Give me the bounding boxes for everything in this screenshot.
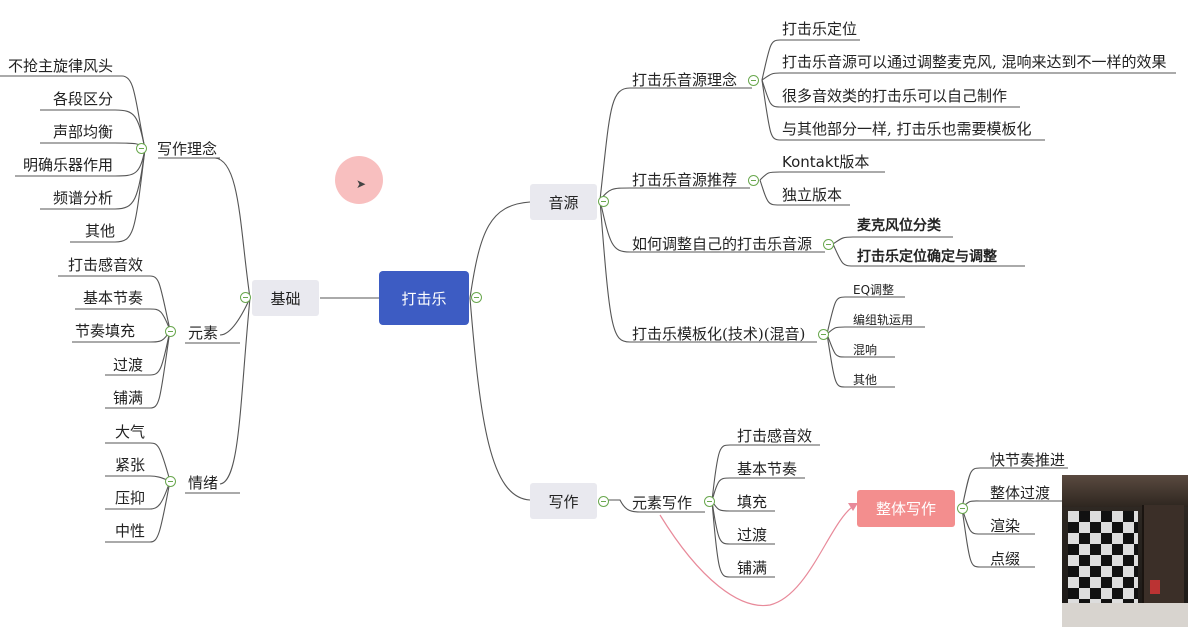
webcam-checker-wall — [1068, 511, 1138, 606]
leaf-item[interactable]: 麦克风位分类 — [857, 218, 941, 234]
node-zhengti-label: 整体写作 — [875, 500, 936, 518]
leaf-item[interactable]: 声部均衡 — [53, 123, 114, 141]
collapse-toggle-icon[interactable] — [598, 496, 609, 507]
leaf-item[interactable]: 打击乐定位 — [782, 20, 858, 38]
node-jichu[interactable]: 基础 — [252, 280, 319, 316]
leaf-item[interactable]: 编组轨运用 — [853, 313, 914, 327]
leaf-item[interactable]: 打击感音效 — [737, 427, 813, 445]
collapse-toggle-icon[interactable] — [598, 196, 609, 207]
collapse-toggle-icon[interactable] — [704, 496, 715, 507]
leaf-item[interactable]: 基本节奏 — [737, 460, 798, 478]
webcam-shelf — [1142, 505, 1184, 615]
leaf-item[interactable]: 过渡 — [113, 356, 144, 374]
mouse-cursor-icon: ➤ — [356, 177, 367, 191]
node-yuansuxiezuo[interactable]: 元素写作 — [632, 494, 693, 512]
leaf-item[interactable]: 很多音效类的打击乐可以自己制作 — [782, 87, 1008, 105]
leaf-item[interactable]: 其他 — [853, 373, 878, 387]
webcam-ceiling — [1062, 475, 1188, 507]
leaf-item[interactable]: 快节奏推进 — [990, 451, 1066, 469]
webcam-object — [1150, 580, 1160, 594]
collapse-toggle-icon[interactable] — [957, 503, 968, 514]
node-yinyuan[interactable]: 音源 — [530, 184, 597, 220]
root-label: 打击乐 — [401, 289, 447, 308]
leaf-item[interactable]: 铺满 — [113, 389, 144, 407]
collapse-toggle-icon[interactable] — [748, 75, 759, 86]
root-node[interactable]: 打击乐 — [379, 271, 469, 325]
leaf-item[interactable]: 渲染 — [990, 517, 1021, 535]
collapse-toggle-icon[interactable] — [818, 329, 829, 340]
node-qingxu[interactable]: 情绪 — [188, 474, 219, 492]
leaf-item[interactable]: 紧张 — [115, 456, 146, 474]
leaf-item[interactable]: 与其他部分一样, 打击乐也需要模板化 — [782, 120, 1032, 138]
leaf-item[interactable]: 频谱分析 — [53, 189, 114, 207]
leaf-item[interactable]: 独立版本 — [782, 186, 843, 204]
webcam-desk — [1062, 603, 1188, 627]
node-xiezuo[interactable]: 写作 — [530, 483, 597, 519]
leaf-item[interactable]: 明确乐器作用 — [23, 156, 114, 174]
leaf-item[interactable]: 各段区分 — [53, 90, 114, 108]
leaf-item[interactable]: 填充 — [737, 493, 768, 511]
node-tuijian[interactable]: 打击乐音源推荐 — [632, 171, 738, 189]
collapse-toggle-icon[interactable] — [471, 292, 482, 303]
node-yuansu[interactable]: 元素 — [188, 324, 219, 342]
collapse-toggle-icon[interactable] — [823, 239, 834, 250]
leaf-item[interactable]: 其他 — [85, 222, 116, 240]
leaf-item[interactable]: 压抑 — [115, 489, 146, 507]
leaf-item[interactable]: 基本节奏 — [83, 289, 144, 307]
leaf-item[interactable]: 大气 — [115, 423, 146, 441]
leaf-item[interactable]: 节奏填充 — [75, 322, 136, 340]
leaf-item[interactable]: 铺满 — [737, 559, 768, 577]
leaf-item[interactable]: EQ调整 — [853, 283, 895, 297]
leaf-item[interactable]: 整体过渡 — [990, 484, 1051, 502]
node-xiezuo-label: 写作 — [548, 492, 579, 511]
node-xiezuolinian[interactable]: 写作理念 — [157, 140, 218, 158]
collapse-toggle-icon[interactable] — [165, 476, 176, 487]
leaf-item[interactable]: 过渡 — [737, 526, 768, 544]
node-jichu-label: 基础 — [270, 289, 301, 308]
node-mobanhua[interactable]: 打击乐模板化(技术)(混音) — [632, 325, 806, 343]
webcam-overlay — [1062, 475, 1188, 627]
leaf-item[interactable]: 中性 — [115, 522, 146, 540]
collapse-toggle-icon[interactable] — [240, 292, 251, 303]
node-tiaozheng[interactable]: 如何调整自己的打击乐音源 — [632, 235, 813, 253]
leaf-item[interactable]: Kontakt版本 — [782, 153, 870, 171]
leaf-item[interactable]: 混响 — [853, 343, 878, 357]
node-zhengti[interactable]: 整体写作 — [857, 490, 955, 527]
leaf-item[interactable]: 不抢主旋律风头 — [8, 57, 114, 75]
leaf-item[interactable]: 打击感音效 — [68, 256, 144, 274]
node-linian[interactable]: 打击乐音源理念 — [632, 71, 738, 89]
collapse-toggle-icon[interactable] — [136, 143, 147, 154]
collapse-toggle-icon[interactable] — [748, 175, 759, 186]
leaf-item[interactable]: 点缀 — [990, 550, 1021, 568]
leaf-item[interactable]: 打击乐音源可以通过调整麦克风, 混响来达到不一样的效果 — [782, 53, 1167, 71]
node-yinyuan-label: 音源 — [548, 193, 579, 212]
collapse-toggle-icon[interactable] — [165, 326, 176, 337]
leaf-item[interactable]: 打击乐定位确定与调整 — [857, 249, 997, 265]
cursor-highlight — [335, 156, 383, 204]
